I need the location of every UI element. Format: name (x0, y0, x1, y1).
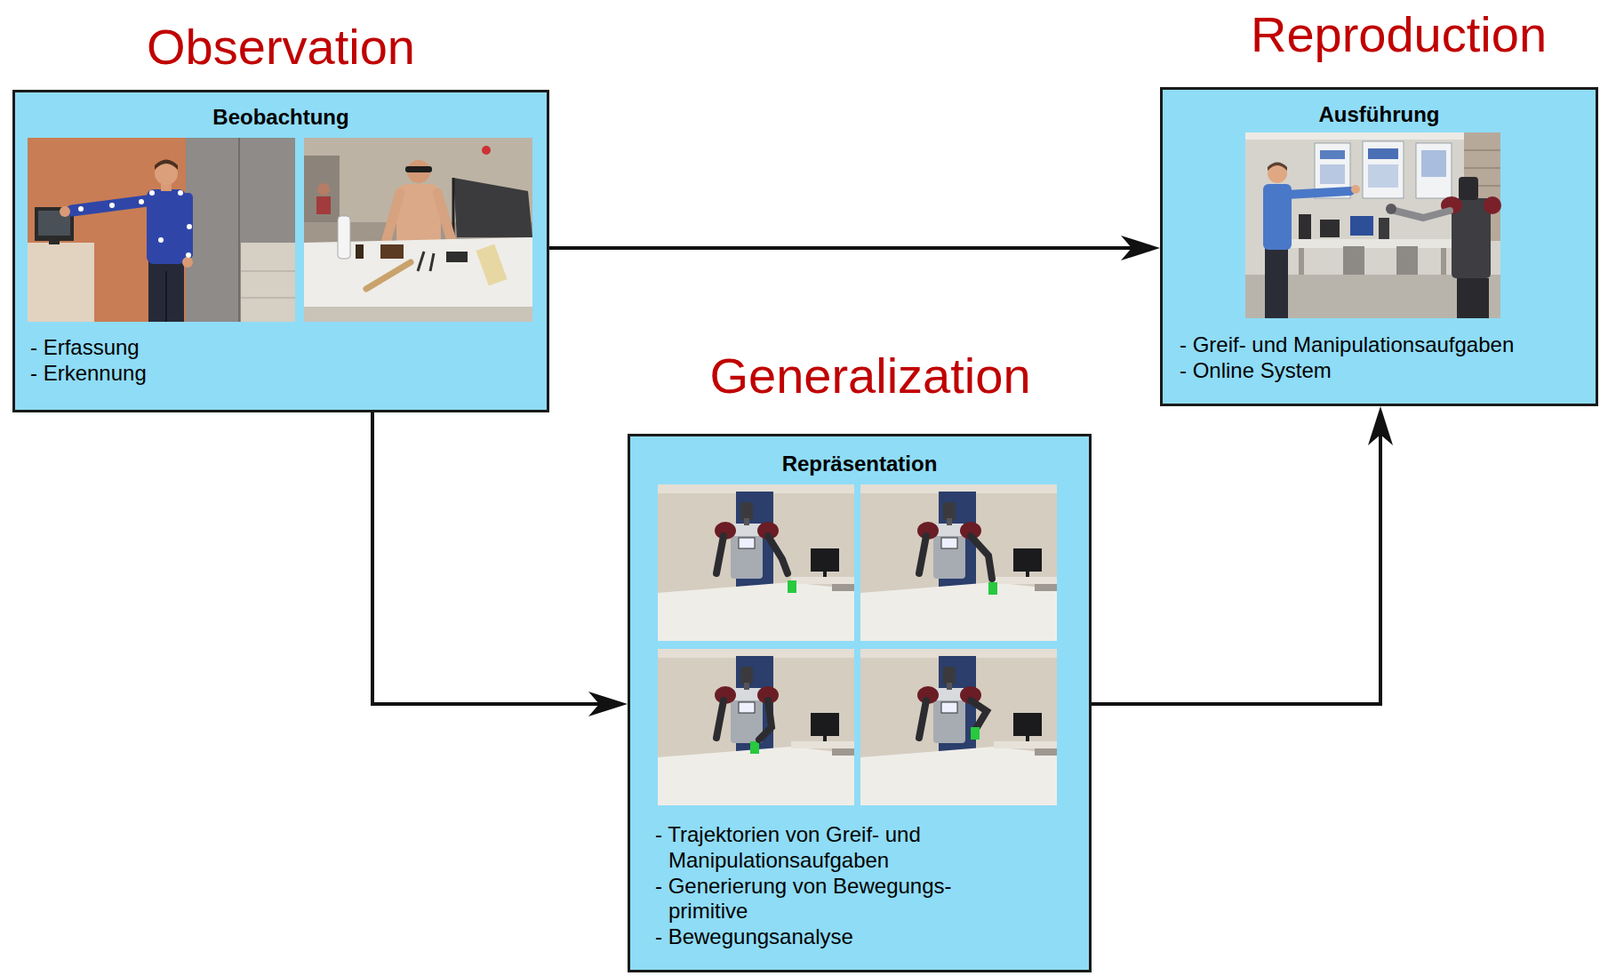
robot-grasp-frame (860, 648, 1057, 806)
robot-grasp-frame (657, 648, 855, 806)
robot-grasp-frame (860, 484, 1057, 641)
box-title: Repräsentation (630, 450, 1089, 478)
kitchen-demo-photo (304, 137, 533, 322)
bullet-item: - Bewegungsanalyse (655, 924, 1007, 951)
bullet-item: - Greif- und Manipulationsaufgaben (1179, 332, 1585, 359)
stage-box: GeneralizationRepräsentation- Trajektori… (627, 433, 1092, 973)
stage-label: Observation (146, 20, 416, 74)
box-title: Beobachtung (15, 104, 547, 131)
flow-arrow (372, 412, 623, 704)
motion-capture-photo (27, 137, 296, 322)
stage-box: ObservationBeobachtung- Erfassung- Erken… (12, 89, 550, 413)
stage-label: Generalization (709, 349, 1031, 403)
bullet-item: - Online System (1179, 358, 1585, 384)
bullet-item: - Erkennung (30, 360, 536, 387)
bullet-item: - Erfassung (30, 335, 536, 361)
flow-arrow (1091, 411, 1381, 704)
stage-box: ReproductionAusführung- Greif- und Manip… (1160, 87, 1599, 407)
robot-demo-photo (1245, 132, 1502, 319)
bullet-item: - Generierung von Bewegungs- primitive (655, 873, 1007, 926)
flow-arrow (549, 246, 1155, 250)
stage-label: Reproduction (1250, 8, 1547, 62)
robot-grasp-frame (657, 484, 855, 641)
bullet-item: - Trajektorien von Greif- und Manipulati… (655, 822, 1007, 874)
box-title: Ausführung (1162, 101, 1596, 128)
photo-panel (1162, 89, 1596, 404)
